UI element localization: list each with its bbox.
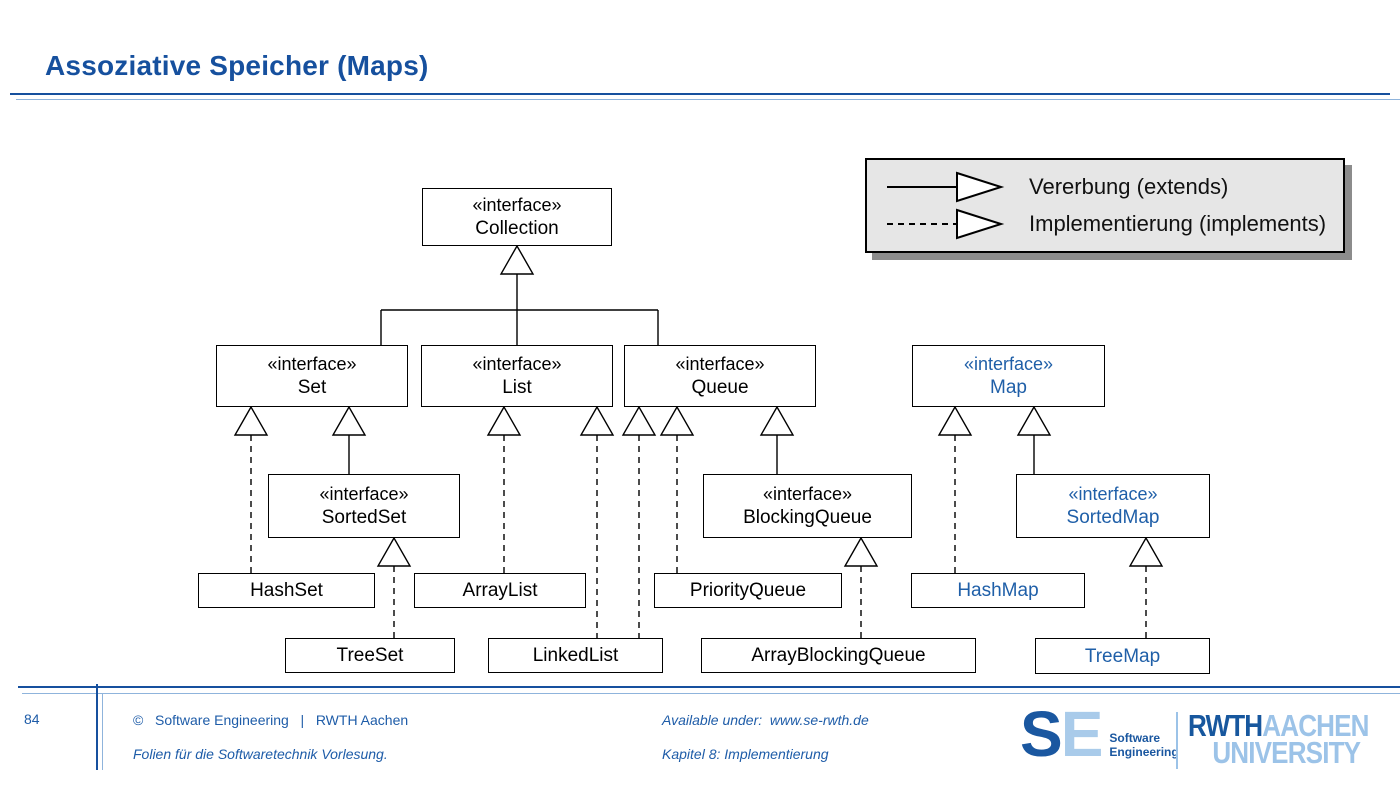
edge-hashmap-implements-map — [937, 405, 973, 573]
rwth-aachen-word: AACHEN — [1262, 708, 1369, 743]
class-name: HashMap — [957, 580, 1039, 601]
legend-label-implements: Implementierung (implements) — [1029, 211, 1327, 236]
class-name: Set — [297, 377, 327, 398]
class-name: Collection — [475, 218, 559, 239]
se-logo-s: S — [1020, 698, 1063, 770]
edge-treeset-implements-sortedset — [376, 536, 412, 638]
footer-rule-light — [22, 693, 1400, 694]
footer-chapter: Kapitel 8: Implementierung — [662, 746, 829, 762]
uml-class-sortedset: «interface» SortedSet — [268, 474, 460, 538]
class-name: SortedMap — [1066, 507, 1160, 528]
class-name: TreeMap — [1084, 645, 1161, 667]
uml-class-list: «interface» List — [421, 345, 613, 407]
title-underline-light — [16, 99, 1400, 100]
uml-class-collection: «interface» Collection — [422, 188, 612, 246]
footer-available-under: Available under: www.se-rwth.de — [662, 712, 869, 728]
uml-class-set: «interface» Set — [216, 345, 408, 407]
stereotype-label: «interface» — [319, 484, 409, 504]
stereotype-label: «interface» — [675, 354, 765, 374]
class-name: LinkedList — [532, 645, 619, 666]
edge-arraylist-implements-list — [486, 405, 522, 573]
edge-sortedset-extends-set — [331, 405, 367, 474]
edge-collection-children-extends — [380, 244, 659, 345]
edge-blockingqueue-extends-queue — [759, 405, 795, 474]
class-name: BlockingQueue — [743, 507, 872, 528]
class-name: TreeSet — [336, 645, 404, 666]
footer-series: Folien für die Softwaretechnik Vorlesung… — [133, 746, 388, 762]
legend-box: Vererbung (extends) Implementierung (imp… — [865, 158, 1345, 253]
se-logo-text-line1: Software — [1109, 731, 1161, 745]
stereotype-label: «interface» — [267, 354, 357, 374]
class-name: List — [502, 377, 532, 398]
class-name: HashSet — [250, 580, 323, 601]
logo-divider — [1176, 712, 1178, 769]
implements-arrow-icon — [887, 208, 1005, 240]
uml-class-linkedlist: LinkedList — [488, 638, 663, 673]
legend-row-implements: Implementierung (implements) — [881, 206, 1343, 243]
slide-title: Assoziative Speicher (Maps) — [45, 50, 429, 81]
rwth-university-word: UNIVERSITY — [1212, 735, 1361, 770]
se-logo: SE Software Engineering — [1020, 702, 1179, 766]
rwth-logo: RWTHAACHEN UNIVERSITY — [1188, 710, 1369, 770]
uml-class-treeset: TreeSet — [285, 638, 455, 673]
uml-class-map: «interface» Map — [912, 345, 1105, 407]
edge-priorityqueue-implements-queue — [659, 405, 695, 573]
uml-class-sortedmap: «interface» SortedMap — [1016, 474, 1210, 538]
se-logo-text: Software Engineering — [1109, 731, 1178, 759]
edge-linkedlist-implements-queue — [621, 405, 657, 638]
rwth-logo-line1: RWTHAACHEN — [1188, 710, 1369, 741]
legend-label-extends: Vererbung (extends) — [1029, 174, 1229, 199]
class-name: Map — [990, 377, 1027, 398]
page-number: 84 — [24, 711, 40, 727]
uml-class-queue: «interface» Queue — [624, 345, 816, 407]
stereotype-label: «interface» — [1068, 484, 1158, 504]
extends-arrow-icon — [887, 171, 1005, 203]
uml-class-blockingqueue: «interface» BlockingQueue — [703, 474, 912, 538]
class-name: PriorityQueue — [689, 580, 807, 601]
footer-copyright: © Software Engineering | RWTH Aachen — [133, 712, 409, 728]
uml-class-priorityqueue: PriorityQueue — [654, 573, 842, 608]
stereotype-label: «interface» — [472, 354, 562, 374]
title-underline-dark — [10, 93, 1390, 95]
footer-divider-light — [102, 693, 103, 770]
footer-divider-dark — [96, 684, 98, 770]
se-logo-e: E — [1060, 698, 1104, 770]
uml-class-treemap: TreeMap — [1035, 638, 1210, 674]
uml-class-arrayblockingqueue: ArrayBlockingQueue — [701, 638, 976, 673]
edge-treemap-implements-sortedmap — [1128, 536, 1164, 638]
stereotype-label: «interface» — [762, 484, 853, 504]
stereotype-label: «interface» — [472, 195, 562, 215]
edge-sortedmap-extends-map — [1016, 405, 1052, 474]
edge-hashset-implements-set — [233, 405, 269, 573]
stereotype-label: «interface» — [963, 354, 1054, 374]
footer-rule-dark — [18, 686, 1400, 688]
uml-class-hashmap: HashMap — [911, 573, 1085, 608]
uml-class-arraylist: ArrayList — [414, 573, 586, 608]
se-logo-text-line2: Engineering — [1109, 745, 1179, 759]
edge-arrayblockingqueue-implements-blockingqueue — [843, 536, 879, 638]
uml-class-hashset: HashSet — [198, 573, 375, 608]
class-name: ArrayBlockingQueue — [751, 645, 926, 666]
class-name: ArrayList — [462, 580, 538, 601]
rwth-word: RWTH — [1188, 708, 1263, 743]
class-name: SortedSet — [321, 507, 407, 528]
se-logo-letters: SE — [1020, 702, 1103, 766]
class-name: Queue — [691, 377, 749, 398]
legend-row-extends: Vererbung (extends) — [881, 169, 1343, 206]
